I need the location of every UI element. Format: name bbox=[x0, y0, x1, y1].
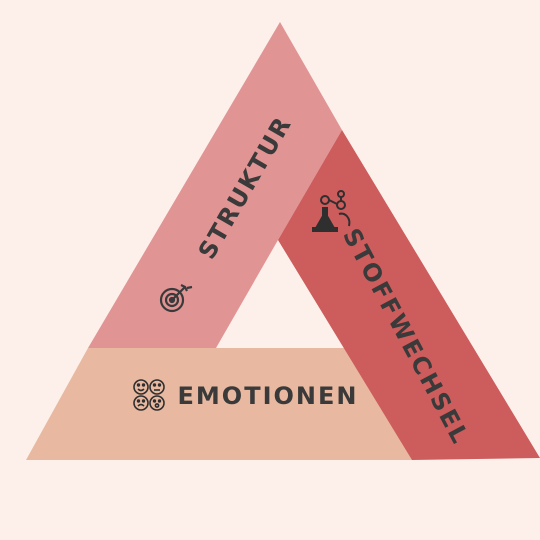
target-icon bbox=[159, 284, 193, 313]
band-struktur bbox=[88, 22, 342, 348]
label-emotionen: EMOTIONEN bbox=[178, 382, 359, 410]
lab-flask-icon bbox=[312, 190, 351, 232]
band-stoffwechsel bbox=[278, 130, 540, 460]
band-emotionen bbox=[26, 348, 412, 460]
emotion-faces-icon bbox=[133, 379, 165, 411]
